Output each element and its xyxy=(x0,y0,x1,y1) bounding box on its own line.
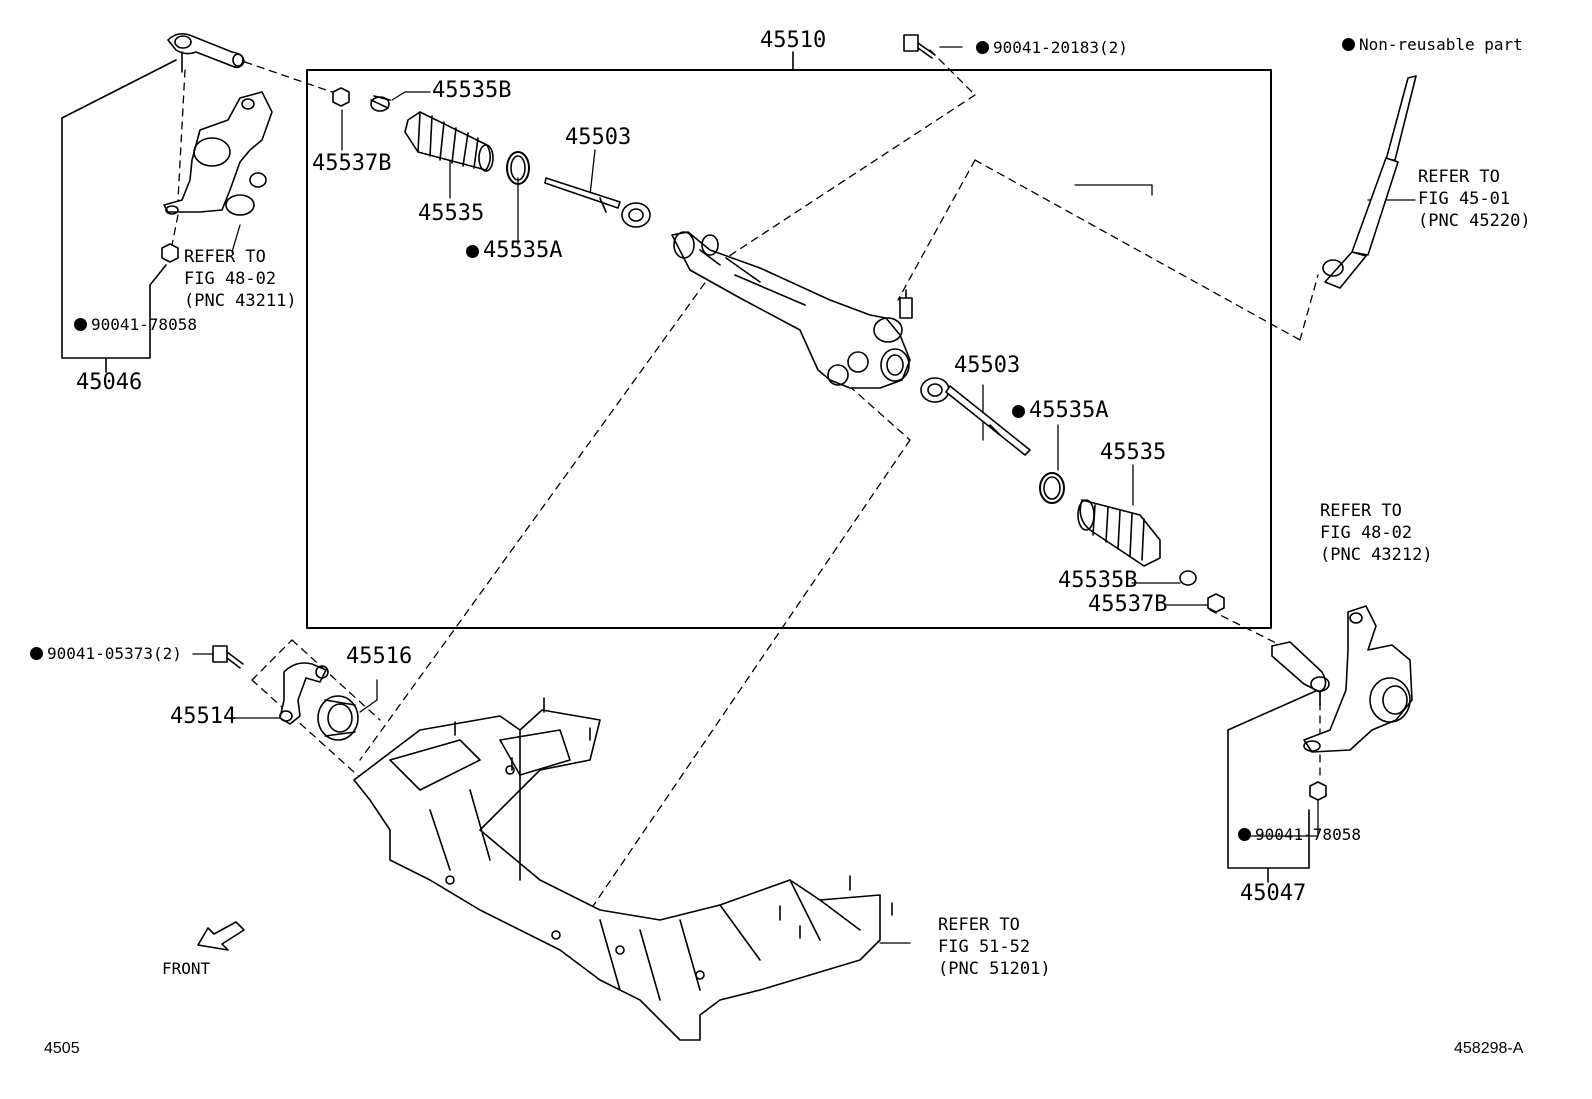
part-45535b-right: 45535B xyxy=(1058,568,1138,593)
part-45535-left: 45535 xyxy=(418,201,485,226)
left-clamp-ring xyxy=(506,151,530,185)
part-45510: 45510 xyxy=(760,28,827,53)
part-45535b-left: 45535B xyxy=(432,78,512,103)
right-tie-rod-end xyxy=(1271,641,1330,706)
front-label: FRONT xyxy=(162,959,211,978)
left-knuckle xyxy=(163,91,273,216)
non-reusable-dot-icon xyxy=(466,245,479,258)
bracket-45047 xyxy=(1227,689,1319,883)
part-45535a-right: 45535A xyxy=(1012,400,1108,422)
figure-code: 4505 xyxy=(44,1040,80,1057)
non-reusable-dot-icon xyxy=(1342,38,1355,51)
part-45046: 45046 xyxy=(76,370,143,395)
dashed-lines xyxy=(171,49,1321,941)
left-bolt xyxy=(212,645,244,669)
left-inner-tie-rod xyxy=(544,177,651,228)
part-bolt-left: 90041-05373(2) xyxy=(30,643,182,665)
bracket-45046 xyxy=(61,59,177,373)
part-45503-left: 45503 xyxy=(565,125,632,150)
bracket-45514 xyxy=(279,662,329,725)
part-45514: 45514 xyxy=(170,704,237,729)
part-bolt-top: 90041-20183(2) xyxy=(976,37,1128,59)
part-45537b-left: 45537B xyxy=(312,151,392,176)
front-crossmember xyxy=(353,697,893,1041)
part-45535a-left: 45535A xyxy=(466,240,562,262)
right-knuckle xyxy=(1303,605,1413,753)
non-reusable-dot-icon xyxy=(1238,828,1251,841)
right-nut xyxy=(1207,593,1225,613)
left-small-parts xyxy=(332,87,391,112)
right-inner-tie-rod xyxy=(920,377,1031,456)
part-nut-right: 90041-78058 xyxy=(1238,824,1361,846)
right-clip xyxy=(1179,570,1197,586)
right-clamp-ring xyxy=(1039,472,1065,504)
part-45535-right: 45535 xyxy=(1100,440,1167,465)
part-45516: 45516 xyxy=(346,644,413,669)
leader-lines xyxy=(192,46,1416,944)
non-reusable-dot-icon xyxy=(1012,405,1025,418)
left-boot xyxy=(404,111,494,172)
non-reusable-dot-icon xyxy=(30,647,43,660)
top-bolt xyxy=(903,34,936,59)
illustration-id: 458298-A xyxy=(1454,1040,1524,1057)
steering-shaft xyxy=(1322,75,1417,289)
rack-housing xyxy=(671,231,913,389)
assembly-box-45510 xyxy=(306,69,1272,629)
part-nut-left: 90041-78058 xyxy=(74,314,197,336)
non-reusable-dot-icon xyxy=(976,41,989,54)
non-reusable-dot-icon xyxy=(74,318,87,331)
front-arrow-icon xyxy=(197,921,245,951)
bushing-45516 xyxy=(317,695,359,741)
part-45537b-right: 45537B xyxy=(1088,592,1168,617)
part-45047: 45047 xyxy=(1240,881,1307,906)
left-knuckle-nut xyxy=(161,243,179,263)
right-boot xyxy=(1077,499,1161,567)
right-knuckle-nut xyxy=(1309,781,1327,801)
left-tie-rod-end xyxy=(167,32,245,73)
legend-non-reusable: Non-reusable part xyxy=(1342,34,1523,56)
part-45503-right: 45503 xyxy=(954,353,1021,378)
